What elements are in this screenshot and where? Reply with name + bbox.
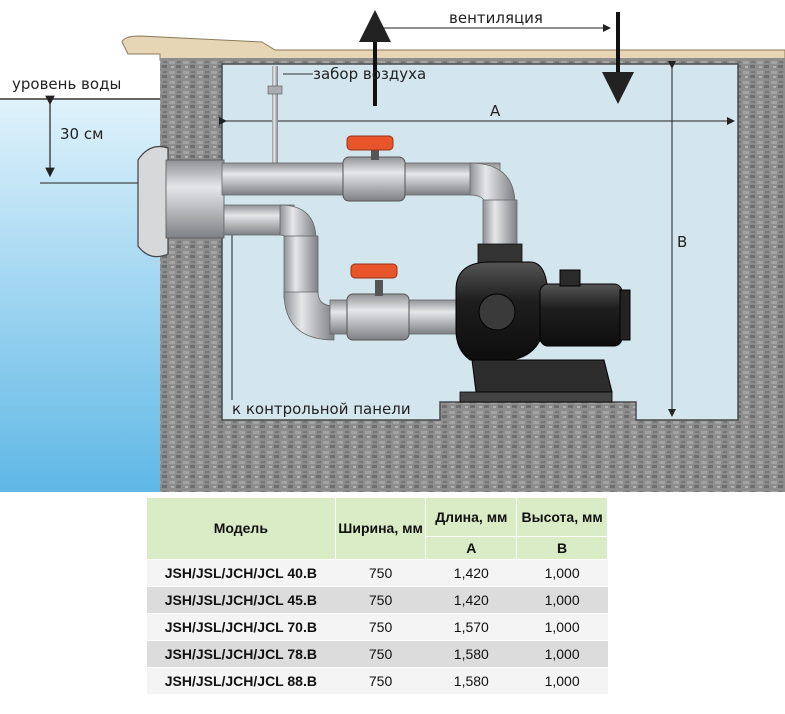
length-cell: 1,420 bbox=[425, 586, 517, 614]
pump-base bbox=[471, 359, 613, 393]
dim-b-label: B bbox=[677, 233, 687, 251]
upper-valve-body bbox=[342, 156, 406, 202]
length-cell: 1,580 bbox=[425, 667, 517, 694]
air-intake-pipe bbox=[272, 66, 278, 166]
lower-valve-body bbox=[346, 293, 410, 341]
air-intake-label: забор воздуха bbox=[313, 65, 426, 83]
jet-nozzle bbox=[137, 145, 169, 258]
model-cell: JSH/JSL/JCH/JCL 40.B bbox=[146, 559, 336, 587]
length-cell: 1,580 bbox=[425, 640, 517, 668]
width-cell: 750 bbox=[335, 613, 426, 641]
width-cell: 750 bbox=[335, 667, 426, 694]
table-row: JSH/JSL/JCH/JCL 45.B 750 1,420 1,000 bbox=[146, 586, 608, 614]
height-cell: 1,000 bbox=[516, 559, 608, 587]
lower-valve-handle bbox=[350, 263, 398, 279]
ventilation-label: вентиляция bbox=[449, 9, 543, 27]
model-cell: JSH/JSL/JCH/JCL 88.B bbox=[146, 667, 336, 694]
pump-motor bbox=[539, 283, 623, 347]
dim-a-label: A bbox=[490, 102, 501, 120]
pump-impeller-cover bbox=[478, 293, 516, 331]
installation-diagram: уровень воды 30 см вентиляция A B забор … bbox=[0, 9, 785, 492]
model-cell: JSH/JSL/JCH/JCL 45.B bbox=[146, 586, 336, 614]
header-length-sub: A bbox=[425, 536, 518, 560]
header-width: Ширина, мм bbox=[334, 497, 427, 560]
header-model: Модель bbox=[146, 497, 336, 560]
upper-valve-stem bbox=[371, 144, 379, 160]
header-height: Высота, мм bbox=[516, 497, 608, 537]
width-cell: 750 bbox=[335, 559, 426, 587]
table-row: JSH/JSL/JCH/JCL 78.B 750 1,580 1,000 bbox=[146, 640, 608, 668]
header-length: Длина, мм bbox=[425, 497, 518, 537]
width-cell: 750 bbox=[335, 586, 426, 614]
height-cell: 1,000 bbox=[516, 667, 608, 694]
table-row: JSH/JSL/JCH/JCL 88.B 750 1,580 1,000 bbox=[146, 667, 608, 694]
model-cell: JSH/JSL/JCH/JCL 78.B bbox=[146, 640, 336, 668]
pump-base-plate bbox=[459, 391, 613, 403]
dim-30cm-label: 30 см bbox=[60, 125, 103, 143]
motor-terminal-box bbox=[559, 269, 581, 287]
jet-housing bbox=[165, 159, 225, 239]
lower-elbow-bottom bbox=[283, 291, 335, 341]
water-level-label: уровень воды bbox=[12, 75, 121, 93]
motor-fan-cover bbox=[619, 289, 631, 341]
width-cell: 750 bbox=[335, 640, 426, 668]
table-row: JSH/JSL/JCH/JCL 40.B 750 1,420 1,000 bbox=[146, 559, 608, 587]
header-height-sub: B bbox=[516, 536, 608, 560]
lower-down-pipe bbox=[283, 235, 319, 299]
height-cell: 1,000 bbox=[516, 586, 608, 614]
table-row: JSH/JSL/JCH/JCL 70.B 750 1,570 1,000 bbox=[146, 613, 608, 641]
control-panel-label: к контрольной панели bbox=[232, 400, 411, 418]
specifications-table: Модель Ширина, мм Длина, мм Высота, мм A… bbox=[146, 497, 608, 694]
length-cell: 1,420 bbox=[425, 559, 517, 587]
model-cell: JSH/JSL/JCH/JCL 70.B bbox=[146, 613, 336, 641]
height-cell: 1,000 bbox=[516, 640, 608, 668]
lower-valve-stem bbox=[375, 280, 383, 296]
height-cell: 1,000 bbox=[516, 613, 608, 641]
upper-valve-handle bbox=[346, 135, 394, 151]
air-intake-clamp bbox=[267, 85, 283, 95]
pool-water bbox=[0, 100, 160, 492]
length-cell: 1,570 bbox=[425, 613, 517, 641]
pool-deck bbox=[121, 35, 785, 61]
